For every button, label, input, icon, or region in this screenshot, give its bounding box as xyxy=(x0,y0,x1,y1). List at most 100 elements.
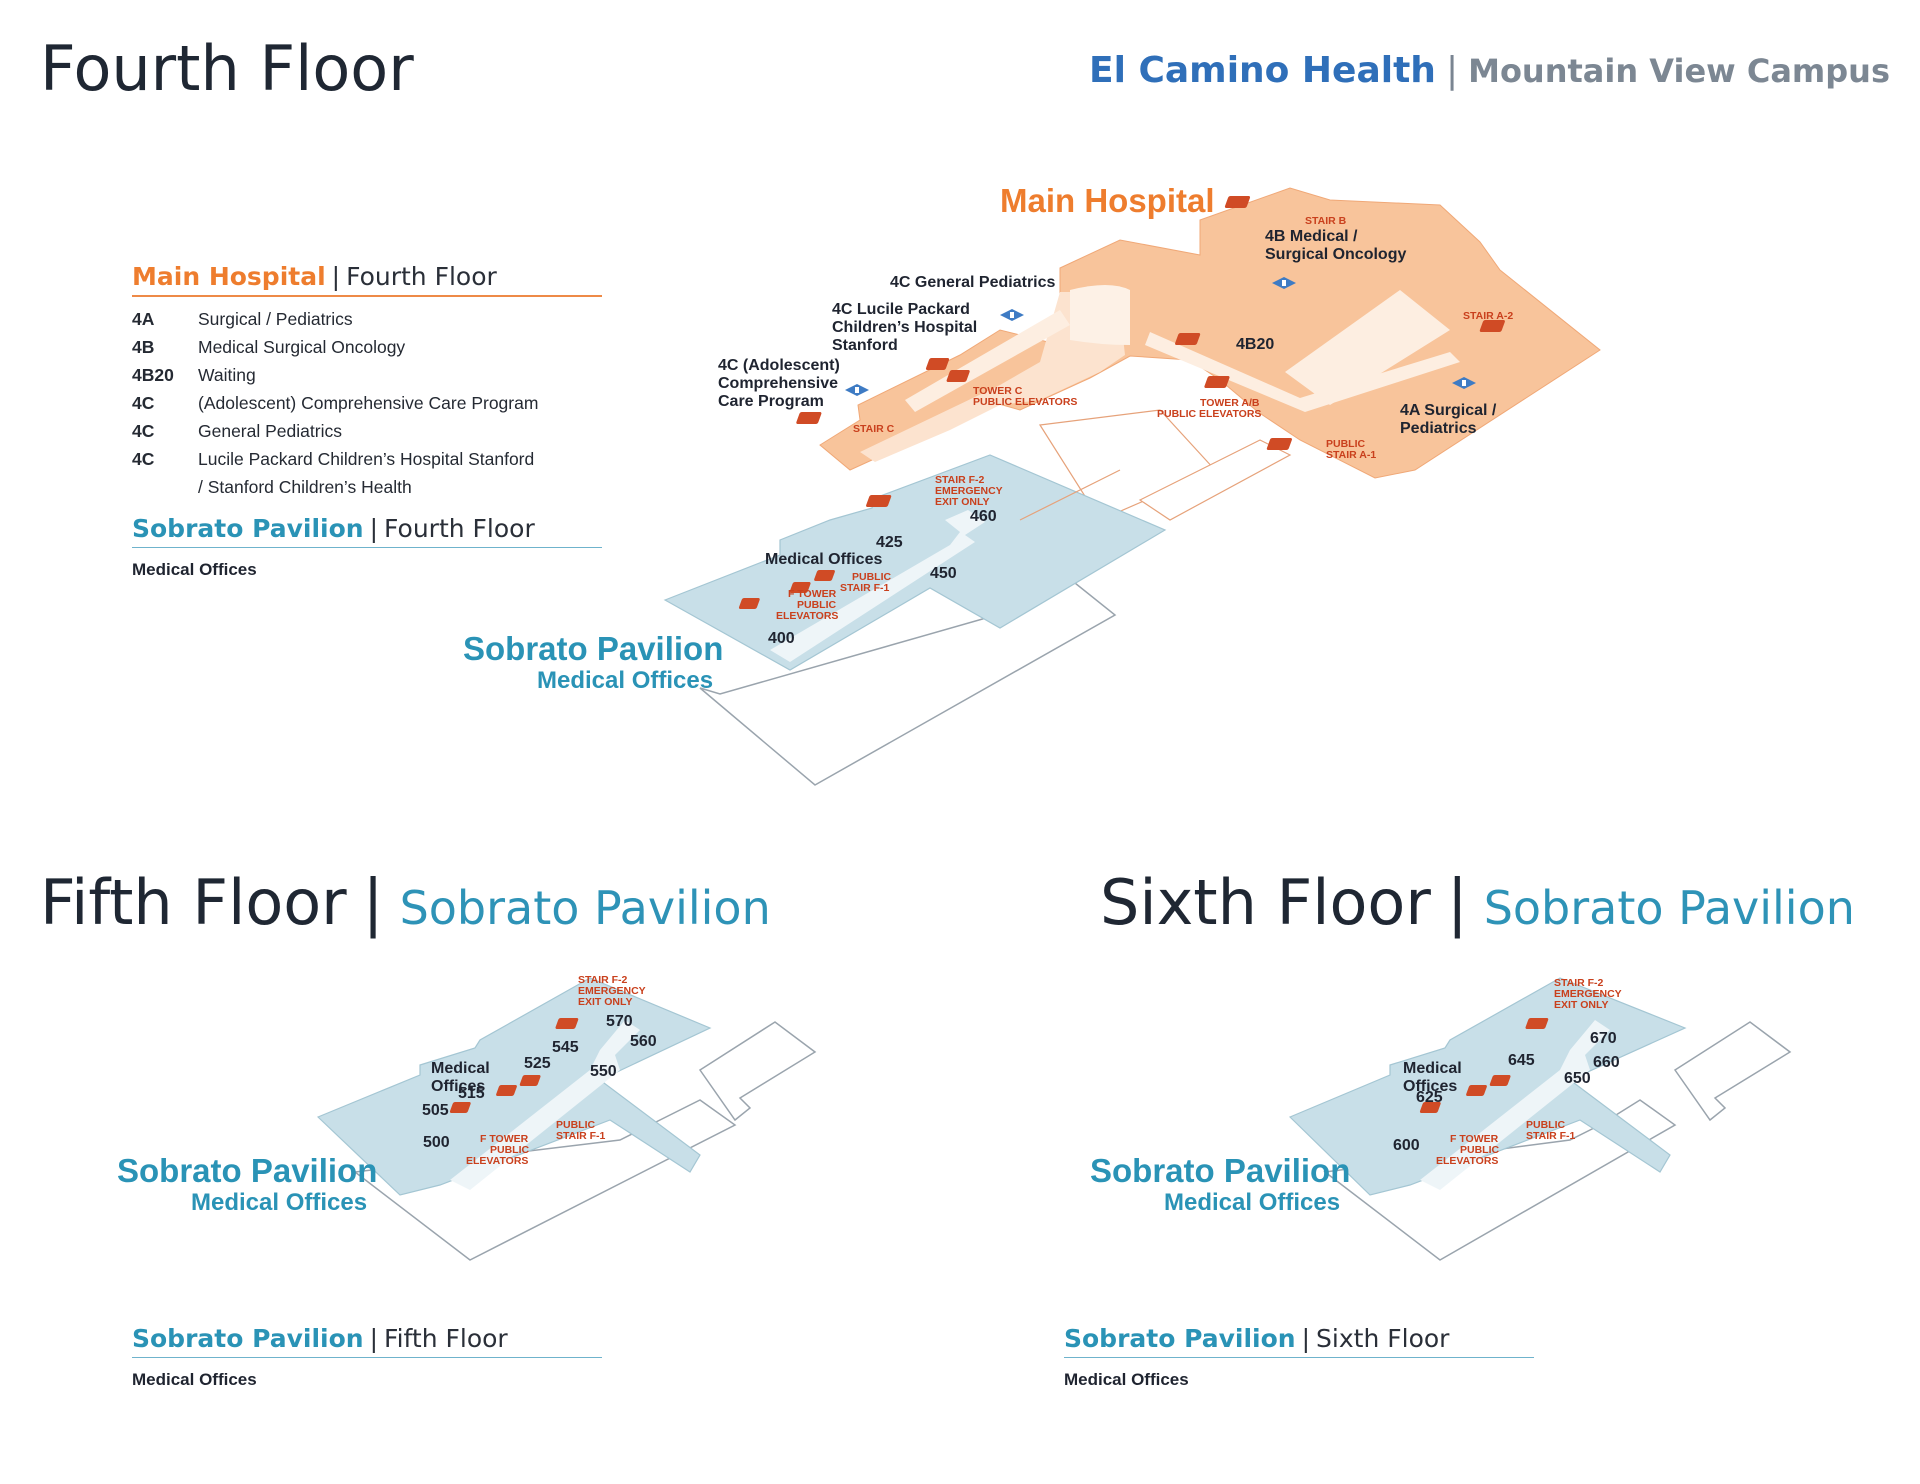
building-name: Sobrato Pavilion xyxy=(1483,881,1855,935)
label-stair-f2: STAIR F-2 xyxy=(935,474,985,486)
label-f-tower: PUBLIC xyxy=(490,1144,530,1156)
label-4b-medical: 4B Medical / xyxy=(1265,228,1358,245)
label-lucile-packard: 4C Lucile Packard xyxy=(832,301,970,318)
label-tower-c: TOWER C xyxy=(973,385,1023,397)
legend-separator: | xyxy=(369,514,379,543)
legend-separator: | xyxy=(1301,1324,1311,1353)
legend-sobrato-sixth: Sobrato Pavilion|Sixth Floor Medical Off… xyxy=(1064,1324,1534,1390)
label-tower-ab: PUBLIC ELEVATORS xyxy=(1157,408,1261,420)
label-lucile-packard: Stanford xyxy=(832,337,898,354)
legend-separator: | xyxy=(331,262,341,291)
main-hospital-label: Main Hospital xyxy=(1000,182,1215,219)
label-medical-offices: Offices xyxy=(1403,1078,1457,1095)
sobrato-building xyxy=(663,454,1167,671)
legend-sobrato-fourth: Sobrato Pavilion|Fourth Floor Medical Of… xyxy=(132,514,602,580)
label-public-stair-f1: PUBLIC xyxy=(852,571,892,583)
label-f-tower: ELEVATORS xyxy=(1436,1155,1498,1167)
label-public-stair-f1: STAIR F-1 xyxy=(556,1130,606,1142)
legend-sobrato-heading: Sobrato Pavilion|Fourth Floor xyxy=(132,514,602,548)
outline-lower-wing xyxy=(1323,1099,1677,1261)
room-570: 570 xyxy=(606,1013,633,1030)
brand-name[interactable]: El Camino Health xyxy=(1089,50,1436,91)
legend-code: 4C xyxy=(132,393,155,413)
label-4b-medical: Surgical Oncology xyxy=(1265,246,1406,263)
legend-row: / Stanford Children’s Health xyxy=(132,473,602,501)
legend-note: Medical Offices xyxy=(132,1370,257,1389)
label-stair-f2: EMERGENCY xyxy=(1554,988,1622,1000)
legend-row: 4C General Pediatrics xyxy=(132,417,602,445)
room-525: 525 xyxy=(524,1055,551,1072)
label-adolescent-care: 4C (Adolescent) xyxy=(718,357,840,374)
elevator-icon xyxy=(449,1075,541,1113)
elevator-icon xyxy=(1175,333,1230,388)
campus-name: Mountain View Campus xyxy=(1468,52,1890,90)
room-650: 650 xyxy=(1564,1070,1591,1087)
label-stair-f2: STAIR F-2 xyxy=(578,974,628,986)
legend-desc: (Adolescent) Comprehensive Care Program xyxy=(198,393,539,413)
legend-note: Medical Offices xyxy=(132,560,257,579)
sobrato-sub-label: Medical Offices xyxy=(1164,1189,1340,1216)
title-separator: | xyxy=(362,866,384,939)
connector-line xyxy=(1019,469,1121,521)
label-f-tower: ELEVATORS xyxy=(466,1155,528,1167)
room-670: 670 xyxy=(1590,1030,1617,1047)
medical-cross-icon xyxy=(1452,377,1476,389)
legend-building-name: Sobrato Pavilion xyxy=(132,1324,364,1353)
label-stair-a2: STAIR A-2 xyxy=(1463,310,1513,322)
stair-icon xyxy=(1266,438,1292,450)
room-515: 515 xyxy=(458,1085,485,1102)
floor-name: Fifth Floor xyxy=(40,866,347,939)
legend-desc: Lucile Packard Children’s Hospital Stanf… xyxy=(198,449,535,469)
sixth-floor-map: Sobrato Pavilion Medical Offices Medical… xyxy=(1090,977,1792,1261)
stair-icon xyxy=(796,412,822,424)
stair-icon xyxy=(866,495,892,507)
main-hospital-light-zone xyxy=(860,292,1125,462)
stair-icon xyxy=(1525,1018,1549,1029)
room-500: 500 xyxy=(423,1134,450,1151)
legend-desc: General Pediatrics xyxy=(198,421,342,441)
label-medical-offices: Medical xyxy=(431,1060,490,1077)
stair-icon xyxy=(555,1018,579,1029)
label-medical-offices: Medical xyxy=(1403,1060,1462,1077)
label-f-tower: PUBLIC xyxy=(797,599,837,611)
main-hospital-corridor-2 xyxy=(1145,332,1460,412)
legend-sobrato-fifth: Sobrato Pavilion|Fifth Floor Medical Off… xyxy=(132,1324,602,1390)
elevator-icon xyxy=(738,570,835,609)
fourth-floor-map: Main Hospital Sobrato Pavilion Medical O… xyxy=(463,182,1601,786)
outline-right-wing xyxy=(698,1021,817,1122)
page-title: Fourth Floor xyxy=(40,32,414,105)
legend-sobrato-heading: Sobrato Pavilion|Fifth Floor xyxy=(132,1324,602,1358)
label-tower-ab: TOWER A/B xyxy=(1200,397,1260,409)
legend-code: 4B xyxy=(132,337,155,357)
legend-desc: Waiting xyxy=(198,365,256,385)
elevator-icon xyxy=(1419,1075,1511,1113)
elevator-icon xyxy=(925,358,970,382)
label-f-tower: ELEVATORS xyxy=(776,610,838,622)
brand-header: El Camino Health|Mountain View Campus xyxy=(1089,50,1890,91)
fifth-floor-title: Fifth Floor|Sobrato Pavilion xyxy=(40,866,771,939)
label-public-stair-a1: STAIR A-1 xyxy=(1326,449,1376,461)
outline-connector-right xyxy=(1138,439,1292,521)
label-public-stair-f1: PUBLIC xyxy=(556,1119,596,1131)
label-medical-offices: Medical Offices xyxy=(765,551,882,568)
label-4a-surgical: Pediatrics xyxy=(1400,420,1477,437)
legend-building-name: Sobrato Pavilion xyxy=(132,514,364,543)
room-550: 550 xyxy=(590,1063,617,1080)
sobrato-corridor xyxy=(770,510,985,662)
medical-cross-icon xyxy=(1272,277,1296,289)
sobrato-corridor xyxy=(1420,1020,1610,1190)
label-f-tower: F TOWER xyxy=(788,588,837,600)
label-lucile-packard: Children’s Hospital xyxy=(832,319,977,336)
sobrato-sub-label: Medical Offices xyxy=(191,1189,367,1216)
main-hospital-building xyxy=(819,187,1601,479)
legend-floor-name: Sixth Floor xyxy=(1316,1324,1450,1353)
legend-floor-name: Fourth Floor xyxy=(346,262,497,291)
label-f-tower: F TOWER xyxy=(480,1133,529,1145)
legend-code: 4C xyxy=(132,421,155,441)
sobrato-label: Sobrato Pavilion xyxy=(1090,1152,1350,1189)
legend-desc: / Stanford Children’s Health xyxy=(198,477,412,497)
